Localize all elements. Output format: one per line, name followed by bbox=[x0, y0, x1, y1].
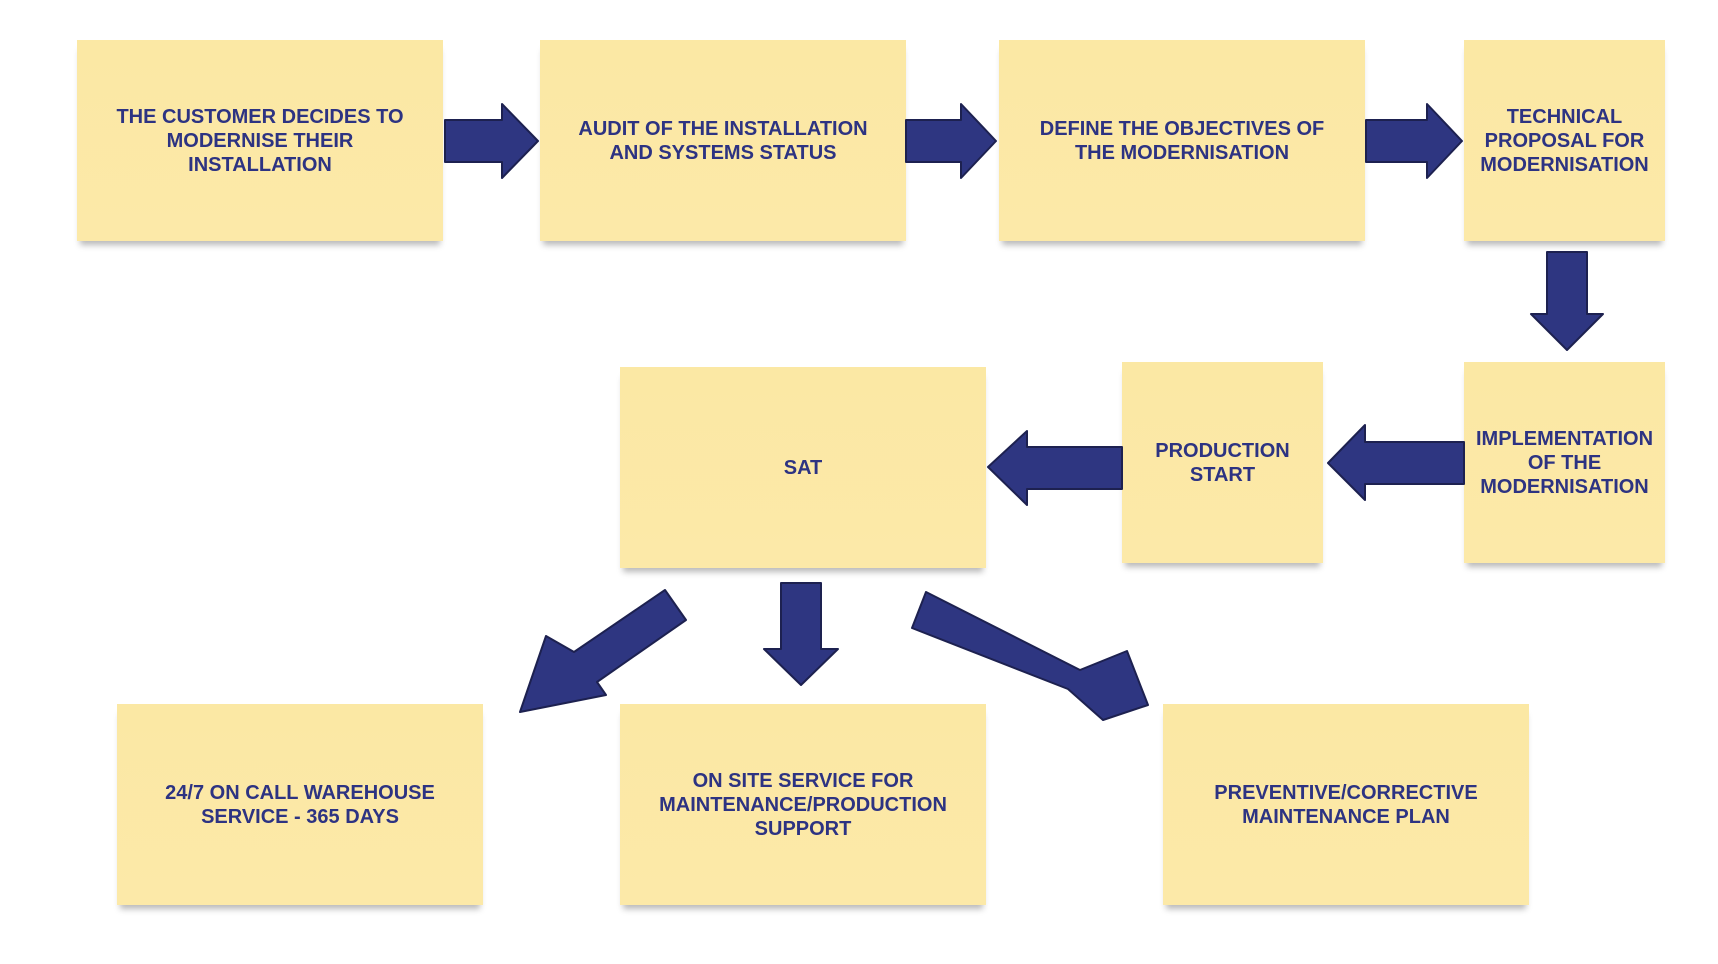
arrow-right-3 bbox=[1365, 103, 1463, 179]
arrow-right-1 bbox=[444, 103, 539, 179]
node-implementation-label: IMPLEMENTATION OF THE MODERNISATION bbox=[1475, 427, 1654, 498]
node-implementation: IMPLEMENTATION OF THE MODERNISATION bbox=[1464, 362, 1665, 563]
node-sat: SAT bbox=[620, 367, 986, 568]
node-production-start-label: PRODUCTION START bbox=[1155, 439, 1290, 486]
arrow-right-2 bbox=[905, 103, 997, 179]
node-sat-label: SAT bbox=[783, 456, 823, 479]
node-technical-proposal-label: TECHNICAL PROPOSAL FOR MODERNISATION bbox=[1480, 105, 1649, 176]
node-customer-decides: THE CUSTOMER DECIDES TO MODERNISE THEIR … bbox=[77, 40, 443, 241]
node-customer-decides-label: THE CUSTOMER DECIDES TO MODERNISE THEIR … bbox=[116, 105, 404, 176]
node-audit-label: AUDIT OF THE INSTALLATION AND SYSTEMS ST… bbox=[578, 117, 868, 164]
arrow-left-2 bbox=[987, 430, 1123, 506]
arrow-down-1 bbox=[1530, 251, 1604, 351]
node-onsite-service-label: ON SITE SERVICE FOR MAINTENANCE/PRODUCTI… bbox=[659, 769, 947, 840]
node-audit: AUDIT OF THE INSTALLATION AND SYSTEMS ST… bbox=[540, 40, 906, 241]
node-define-objectives: DEFINE THE OBJECTIVES OF THE MODERNISATI… bbox=[999, 40, 1365, 241]
node-maintenance-plan: PREVENTIVE/CORRECTIVE MAINTENANCE PLAN bbox=[1163, 704, 1529, 905]
arrow-left-1 bbox=[1327, 424, 1465, 501]
node-warehouse-service-label: 24/7 ON CALL WAREHOUSE SERVICE - 365 DAY… bbox=[165, 781, 435, 828]
node-maintenance-plan-label: PREVENTIVE/CORRECTIVE MAINTENANCE PLAN bbox=[1214, 781, 1478, 828]
node-define-objectives-label: DEFINE THE OBJECTIVES OF THE MODERNISATI… bbox=[1039, 117, 1325, 164]
arrow-diagonal-left bbox=[519, 589, 687, 713]
node-warehouse-service: 24/7 ON CALL WAREHOUSE SERVICE - 365 DAY… bbox=[117, 704, 483, 905]
arrow-down-2 bbox=[763, 582, 839, 686]
arrow-diagonal-right bbox=[911, 591, 1149, 721]
node-production-start: PRODUCTION START bbox=[1122, 362, 1323, 563]
node-technical-proposal: TECHNICAL PROPOSAL FOR MODERNISATION bbox=[1464, 40, 1665, 241]
node-onsite-service: ON SITE SERVICE FOR MAINTENANCE/PRODUCTI… bbox=[620, 704, 986, 905]
